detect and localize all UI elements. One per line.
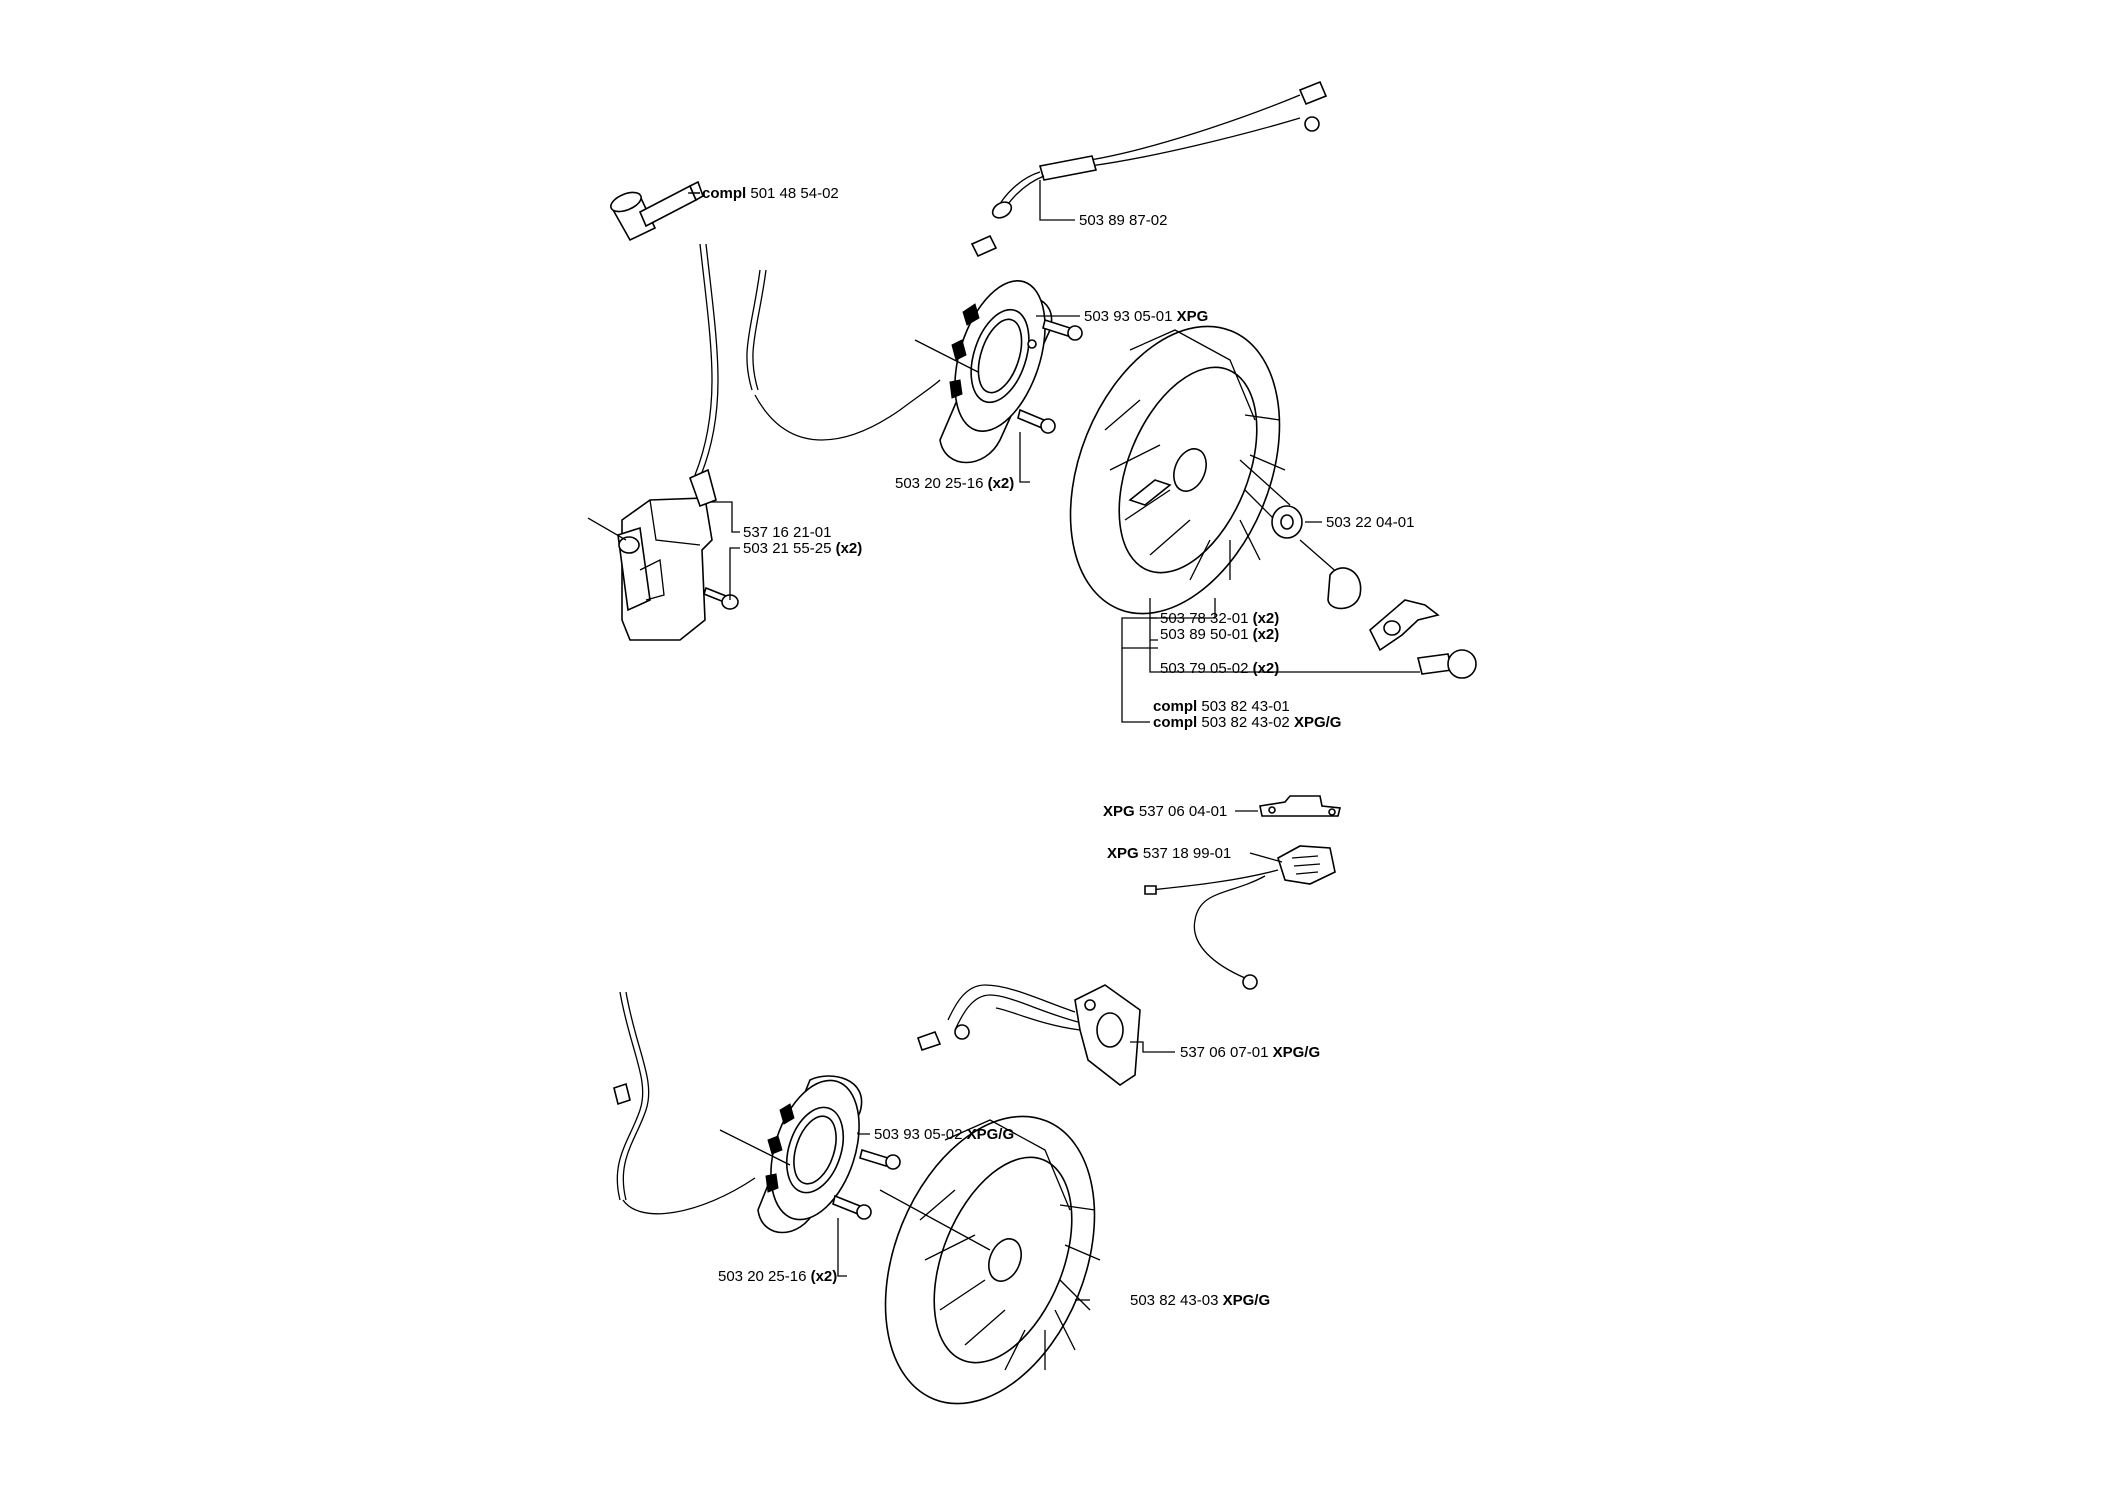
label-spring: 503 78 32-01 (x2) [1160,610,1279,627]
label-spark-cap: compl 501 48 54-02 [702,185,839,202]
label-nut: 503 22 04-01 [1326,514,1414,531]
label-plate: 537 06 07-01 XPG/G [1180,1044,1320,1061]
ignition-coil-bottom [613,991,863,1234]
label-screw-bottom: 503 20 25-16 (x2) [718,1268,837,1285]
label-pin: 503 79 05-02 (x2) [1160,660,1279,677]
label-pawl: 503 89 50-01 (x2) [1160,626,1279,643]
label-flywheel-compl-1: compl 503 82 43-01 [1153,698,1290,715]
label-heater-unit: XPG 537 18 99-01 [1107,845,1231,862]
label-wire-harness: 503 89 87-02 [1079,212,1167,229]
part-labels: compl 501 48 54-02 503 89 87-02 503 93 0… [702,185,1414,1309]
coil-screw-top-2 [1017,408,1056,434]
wire-harness [970,80,1328,258]
label-screw-top: 503 20 25-16 (x2) [895,475,1014,492]
flywheel-bottom [879,1115,1101,1405]
spark-plug-cap [610,180,719,476]
label-flywheel-compl-2: compl 503 82 43-02 XPG/G [1153,714,1341,731]
xpg-heater-unit [1144,845,1336,990]
starter-pawl [1369,599,1440,652]
label-bracket: XPG 537 06 04-01 [1103,803,1227,820]
xpg-bracket [1259,795,1341,817]
flywheel-nut [1271,505,1303,539]
flywheel-top [1069,325,1291,615]
starter-spring [1327,567,1362,610]
pawl-pin [1417,649,1477,679]
label-module: 537 16 21-01 [743,524,831,541]
coil-screw-bottom [859,1148,901,1170]
coil-screw-top [1042,318,1083,341]
ignition-module [587,468,717,641]
label-coil-bottom: 503 93 05-02 XPG/G [874,1126,1014,1143]
xpg-plate [916,984,1141,1086]
coil-screw-bottom-2 [832,1194,872,1220]
module-screw [703,586,739,610]
ignition-coil-top [746,269,1053,464]
leader-lines [690,180,1420,1301]
label-coil-top: 503 93 05-01 XPG [1084,308,1208,325]
label-module-screw: 503 21 55-25 (x2) [743,540,862,557]
label-flywheel-bottom: 503 82 43-03 XPG/G [1130,1292,1270,1309]
